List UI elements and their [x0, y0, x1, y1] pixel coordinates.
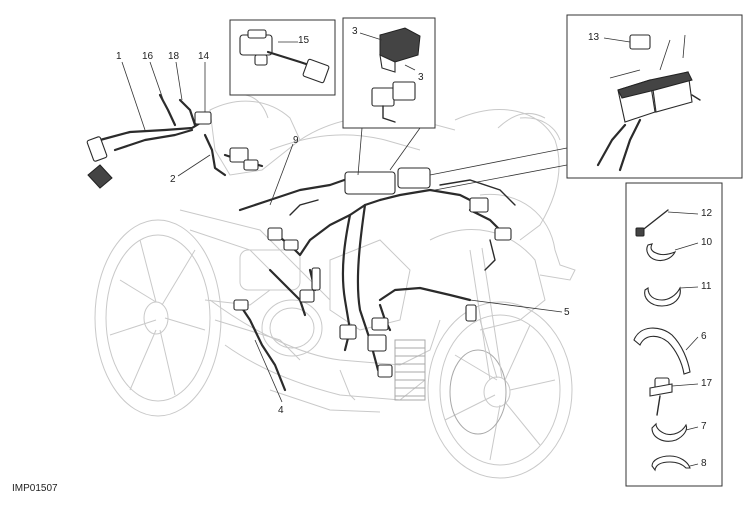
callout-10: 10: [701, 237, 713, 248]
callout-1: 1: [116, 51, 122, 62]
callout-6: 6: [701, 331, 707, 342]
harness-connectors: [86, 111, 512, 378]
inset-fuse-13: [566, 14, 743, 179]
callout-12: 12: [701, 208, 713, 219]
callout-7: 7: [701, 421, 707, 432]
inset-connector-15: [229, 19, 336, 96]
callout-11: 11: [701, 281, 712, 292]
callout-5: 5: [564, 307, 570, 318]
callout-14: 14: [198, 51, 210, 62]
inset-relays-3: [342, 17, 436, 129]
callout-leaders: [121, 61, 563, 403]
callout-4: 4: [278, 405, 284, 416]
inset-leader-lines: [357, 127, 568, 191]
callout-9: 9: [293, 135, 299, 146]
callout-17: 17: [701, 378, 713, 389]
callout-13: 13: [588, 32, 600, 43]
drawing-code: IMP01507: [12, 483, 58, 494]
callout-3-top: 3: [352, 26, 358, 37]
parts-box: [625, 182, 723, 487]
callout-16: 16: [142, 51, 154, 62]
callout-8: 8: [701, 458, 707, 469]
callout-15: 15: [298, 35, 310, 46]
callout-2: 2: [170, 174, 176, 185]
motorcycle-outline: [94, 93, 576, 479]
callout-3-bottom: 3: [418, 72, 424, 83]
callout-18: 18: [168, 51, 180, 62]
